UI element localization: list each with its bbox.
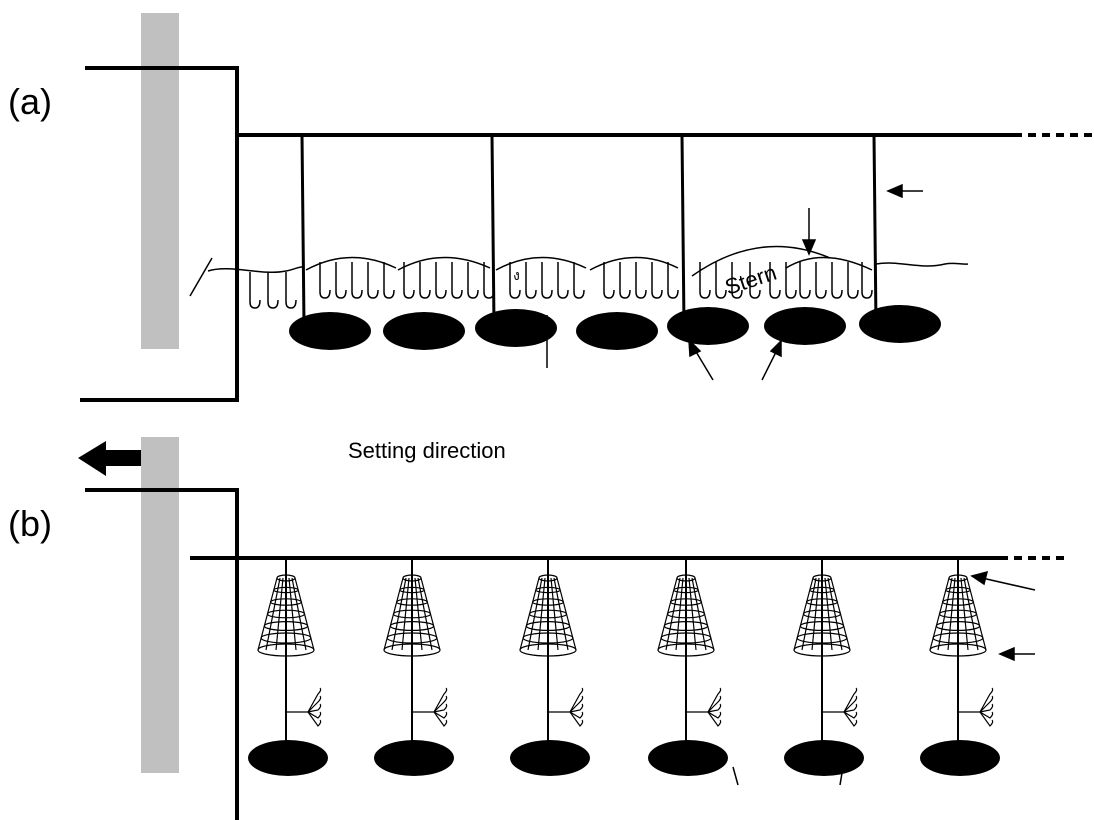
- hook-cluster-icon: [686, 687, 722, 727]
- panel-b: (b): [8, 437, 1070, 820]
- weight: [784, 740, 864, 776]
- setting-direction: Setting direction: [78, 438, 506, 476]
- weight: [374, 740, 454, 776]
- cone-basket-icon: [519, 574, 577, 657]
- stray-lines-b: [732, 766, 844, 786]
- hook-icon: [403, 262, 415, 299]
- hook-icon: [715, 262, 727, 299]
- hook-icon: [557, 262, 569, 299]
- hook-icon: [319, 262, 331, 299]
- vessel-frame-a: [80, 66, 239, 402]
- hook-icon: [699, 262, 711, 299]
- hook-cluster-icon: [958, 687, 994, 727]
- gear-unit: [784, 558, 864, 776]
- cone-basket-icon: [383, 574, 441, 657]
- setting-direction-arrow: [78, 441, 142, 476]
- hook-icon: [285, 272, 297, 309]
- hook-icon: [383, 262, 395, 299]
- hook-icon: [573, 262, 585, 299]
- hook-icon: [815, 262, 827, 299]
- hook-icon: [367, 262, 379, 299]
- hook-icon: [335, 262, 347, 299]
- cone-basket-icon: [257, 574, 315, 657]
- hook-icon: [351, 262, 363, 299]
- weight: [920, 740, 1000, 776]
- weights-a: [289, 305, 941, 350]
- hook-icon: [651, 262, 663, 299]
- hook-icon: [267, 272, 279, 309]
- hook-icon: [525, 262, 537, 299]
- vessel-pole-a: [141, 13, 179, 349]
- hook-icon: [603, 262, 615, 299]
- cone-basket-icon: [929, 574, 987, 657]
- hook-icon: [619, 262, 631, 299]
- droppers-a: [300, 134, 878, 326]
- gear-units-b: [248, 558, 1000, 776]
- cone-basket-icon: [657, 574, 715, 657]
- hook-icon: [467, 262, 479, 299]
- arrows-b: [970, 570, 1036, 662]
- panel-a: (a): [8, 13, 1094, 402]
- hook-icon: [249, 272, 261, 309]
- hook-icon: [831, 262, 843, 299]
- hook-icon: [435, 262, 447, 299]
- hook-cluster-icon: [412, 687, 448, 727]
- gear-unit: [248, 558, 328, 776]
- arrows-a: [688, 183, 923, 381]
- panel-b-label: (b): [8, 503, 52, 544]
- setting-direction-label: Setting direction: [348, 438, 506, 463]
- gear-unit: [510, 558, 590, 776]
- hook-icon: [541, 262, 553, 299]
- weight: [248, 740, 328, 776]
- cone-basket-icon: [793, 574, 851, 657]
- hook-icon: [847, 262, 859, 299]
- hook-icon: [419, 262, 431, 299]
- hook-icon: [785, 262, 797, 299]
- panel-a-label: (a): [8, 81, 52, 122]
- hook-icon: [483, 262, 495, 299]
- hook-icon: [799, 262, 811, 299]
- hook-icon: [769, 262, 781, 299]
- vessel-frame-b: [85, 488, 239, 820]
- hook-cluster-icon: [548, 687, 584, 727]
- hook-icon: [861, 262, 873, 299]
- weight: [648, 740, 728, 776]
- hook-icon: [667, 262, 679, 299]
- hook-icon: [731, 262, 743, 299]
- gear-unit: [920, 558, 1000, 776]
- gear-unit: [374, 558, 454, 776]
- hooks-a: [249, 262, 873, 309]
- branchline-a: [189, 245, 969, 297]
- hook-cluster-icon: [822, 687, 858, 727]
- small-glyph-label: ง: [513, 267, 520, 283]
- gear-unit: [648, 558, 728, 776]
- hook-cluster-icon: [286, 687, 322, 727]
- hook-icon: [749, 262, 761, 299]
- vessel-pole-b: [141, 437, 179, 773]
- hook-icon: [635, 262, 647, 299]
- hook-icon: [509, 262, 521, 299]
- weight: [510, 740, 590, 776]
- hook-icon: [451, 262, 463, 299]
